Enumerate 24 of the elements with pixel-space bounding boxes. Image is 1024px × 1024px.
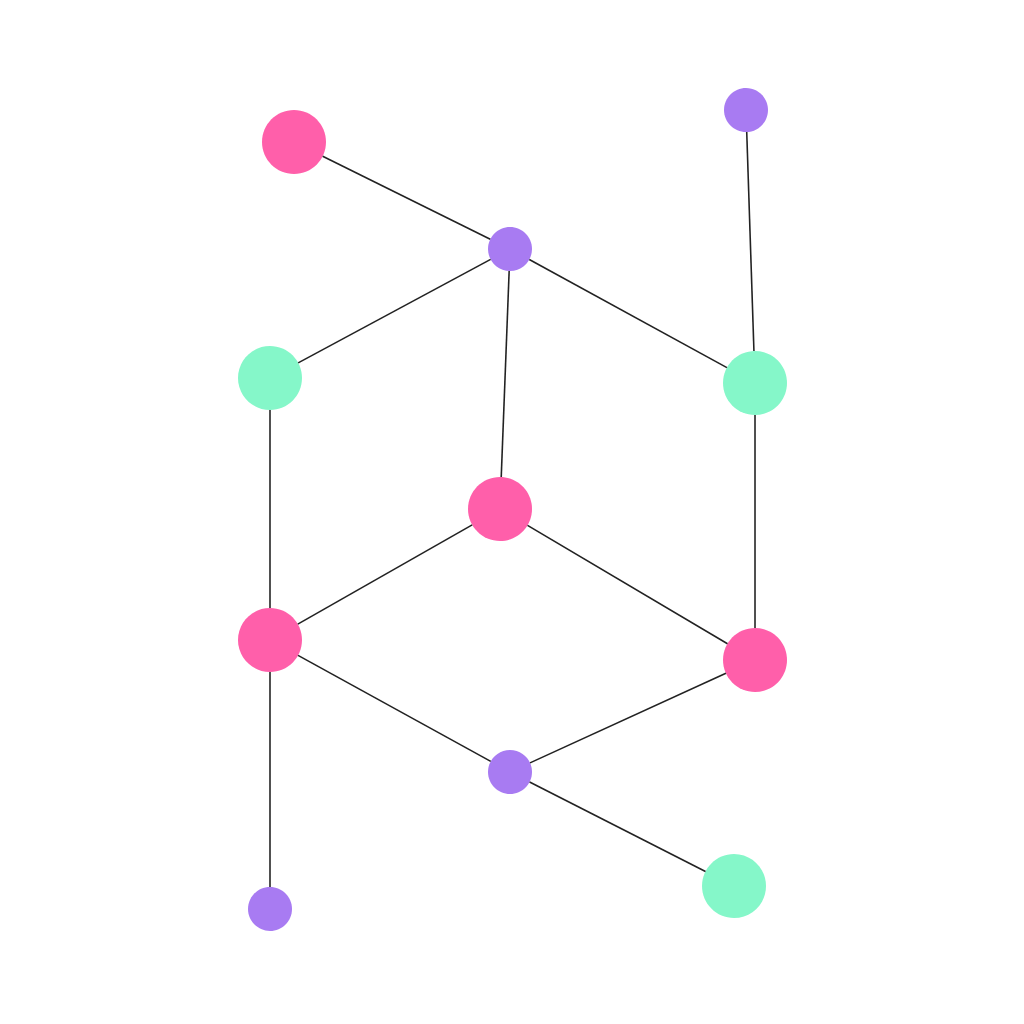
circle-node [238,608,302,672]
connector-line [500,270,510,478]
circle-node [488,750,532,794]
connector-line [528,258,728,369]
connector-line [528,781,707,873]
circle-node [723,351,787,415]
connector-line [745,131,755,352]
connector-line [269,409,271,609]
connector-line [297,654,492,763]
connector-line [269,671,271,888]
circle-node [248,887,292,931]
connector-line [754,414,756,629]
connector-line [297,524,473,625]
connector-line [297,258,492,364]
connector-line [526,524,729,645]
circle-node [702,854,766,918]
connector-line [321,155,492,241]
circle-node [468,477,532,541]
circle-node [724,88,768,132]
connector-line [529,672,727,764]
circle-node [262,110,326,174]
circle-node [488,227,532,271]
circle-node [238,346,302,410]
circle-node [723,628,787,692]
